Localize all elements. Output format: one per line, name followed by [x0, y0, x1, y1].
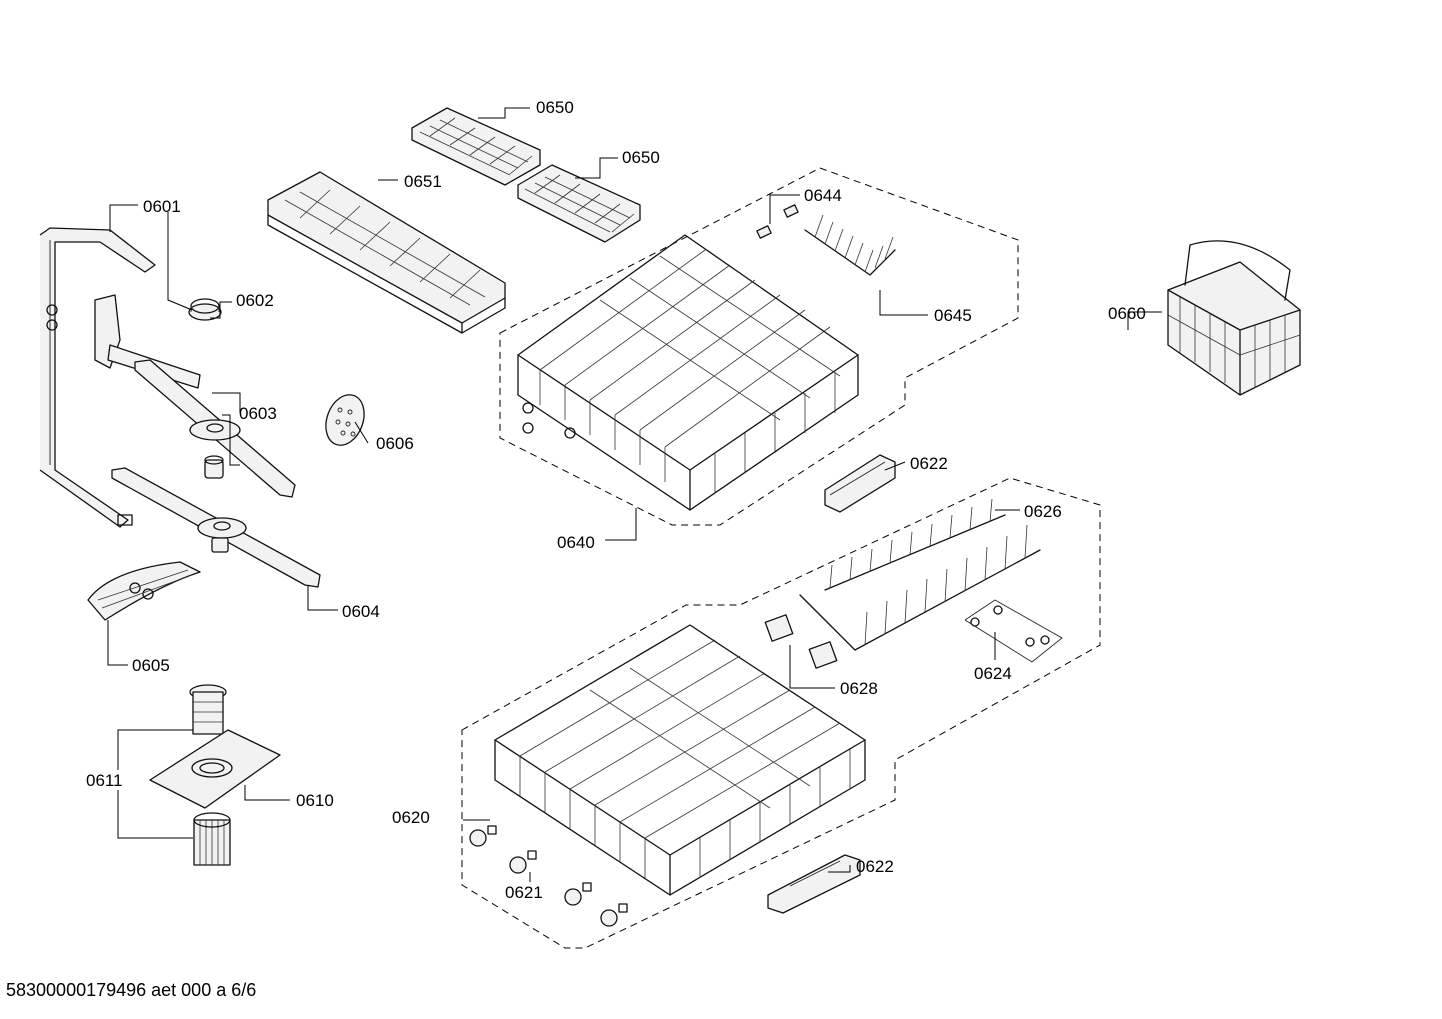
holder-clip-0628 [764, 614, 838, 669]
document-id: 58300000179496 aet 000 a 6/6 [6, 980, 257, 1000]
label-0602: 0602 [236, 291, 274, 310]
cup-shelf-upper-0650 [411, 107, 541, 186]
upper-basket-0640 [517, 234, 859, 511]
label-0640: 0640 [557, 533, 595, 552]
label-0650-lower: 0650 [622, 148, 660, 167]
cup-shelf-lower-0650 [517, 164, 641, 243]
upper-basket-group-outline [499, 167, 1019, 526]
label-0650-upper: 0650 [536, 98, 574, 117]
nut-0602 [188, 298, 222, 321]
handle-0622-bottom [767, 854, 861, 914]
flat-filter-0610 [149, 729, 281, 809]
cutlery-basket-0660 [1167, 240, 1301, 396]
basket-wheel-0621 [469, 825, 628, 927]
upper-spray-arm-0603 [94, 294, 296, 498]
label-0605: 0605 [132, 656, 170, 675]
clip-0644 [756, 204, 799, 239]
leader-lines [107, 107, 1162, 882]
folding-tines-0645 [804, 214, 896, 276]
label-0651: 0651 [404, 172, 442, 191]
label-0622-bottom: 0622 [856, 857, 894, 876]
label-0601: 0601 [143, 197, 181, 216]
label-0606: 0606 [376, 434, 414, 453]
label-0622-top: 0622 [910, 454, 948, 473]
cutlery-tray-0651 [267, 171, 506, 334]
handle-0622-top [824, 454, 896, 513]
filter-disc-0606 [325, 394, 365, 446]
label-0660: 0660 [1108, 304, 1146, 323]
lower-spray-arm-0604 [111, 467, 321, 588]
plate-rack-tines-0626 [799, 498, 1041, 651]
label-0645: 0645 [934, 306, 972, 325]
label-0620: 0620 [392, 808, 430, 827]
label-0624: 0624 [974, 664, 1012, 683]
spray-cover-0605 [87, 561, 201, 621]
label-0626: 0626 [1024, 502, 1062, 521]
fastener-set-0624 [964, 599, 1063, 663]
label-0628: 0628 [840, 679, 878, 698]
lower-basket-0620 [494, 624, 866, 896]
lower-basket-group-outline [461, 477, 1101, 949]
label-0644: 0644 [804, 186, 842, 205]
label-0603: 0603 [239, 404, 277, 423]
label-0611: 0611 [86, 771, 123, 790]
filter-assembly-0611 [189, 684, 231, 866]
water-supply-tube-0601 [39, 227, 156, 528]
label-0621: 0621 [505, 883, 543, 902]
label-0610: 0610 [296, 791, 334, 810]
label-0604: 0604 [342, 602, 380, 621]
